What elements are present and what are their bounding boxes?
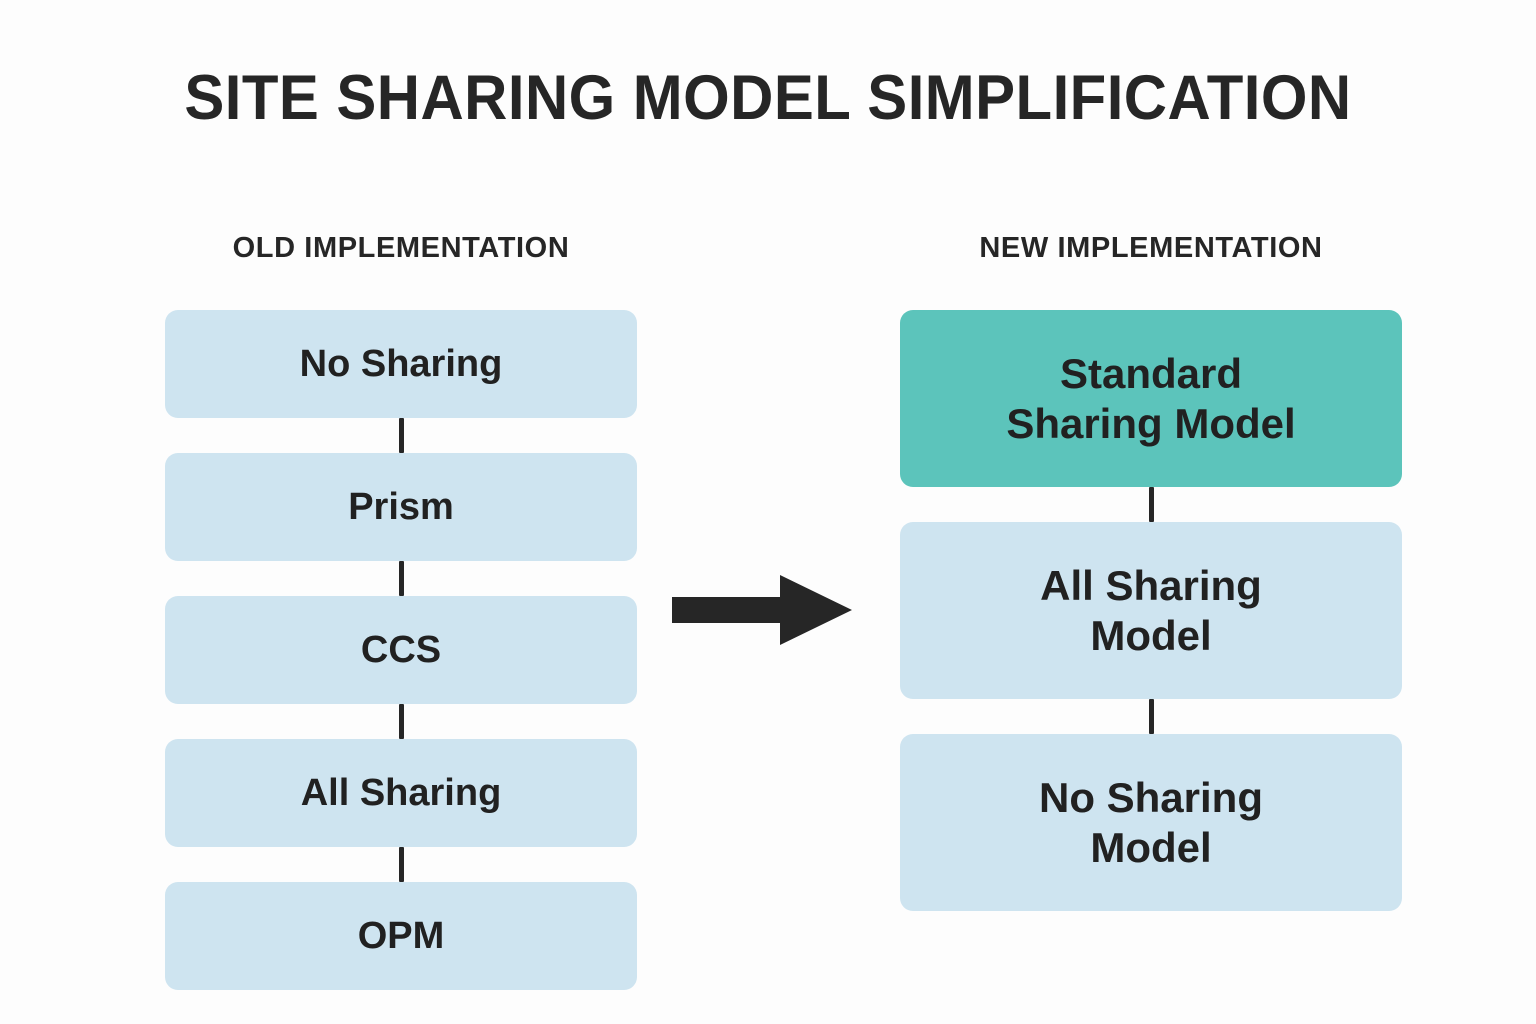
new-implementation-column: Standard Sharing Model All Sharing Model… xyxy=(900,310,1402,911)
old-implementation-heading: OLD IMPLEMENTATION xyxy=(232,232,570,264)
node-all-sharing-model[interactable]: All Sharing Model xyxy=(900,522,1402,699)
node-ccs[interactable]: CCS xyxy=(165,596,637,704)
node-label: No Sharing xyxy=(299,342,503,385)
page-title: SITE SHARING MODEL SIMPLIFICATION xyxy=(184,63,1352,133)
arrow-right-icon xyxy=(672,575,852,645)
node-label: Standard Sharing Model xyxy=(1006,350,1296,447)
connector-line xyxy=(900,699,1402,734)
old-implementation-column: No Sharing Prism CCS All Sharing OPM xyxy=(165,310,637,990)
connector-bar xyxy=(398,704,404,739)
node-no-sharing-model[interactable]: No Sharing Model xyxy=(900,734,1402,911)
node-all-sharing[interactable]: All Sharing xyxy=(165,739,637,847)
connector-bar xyxy=(1148,487,1154,522)
connector-line xyxy=(900,487,1402,522)
node-prism[interactable]: Prism xyxy=(165,453,637,561)
node-label: No Sharing Model xyxy=(1038,774,1263,871)
connector-line xyxy=(165,847,637,882)
node-no-sharing[interactable]: No Sharing xyxy=(165,310,637,418)
connector-bar xyxy=(398,561,404,596)
new-implementation-heading: NEW IMPLEMENTATION xyxy=(979,232,1323,264)
node-label: Prism xyxy=(348,485,454,528)
node-opm[interactable]: OPM xyxy=(165,882,637,990)
node-label: All Sharing Model xyxy=(1040,562,1262,659)
connector-bar xyxy=(1148,699,1154,734)
connector-bar xyxy=(398,847,404,882)
connector-bar xyxy=(398,418,404,453)
transition-arrow xyxy=(672,570,852,650)
connector-line xyxy=(165,418,637,453)
connector-line xyxy=(165,704,637,739)
node-label: OPM xyxy=(357,914,445,957)
node-label: All Sharing xyxy=(300,771,502,814)
connector-line xyxy=(165,561,637,596)
node-label: CCS xyxy=(360,628,442,671)
node-standard-sharing-model[interactable]: Standard Sharing Model xyxy=(900,310,1402,487)
